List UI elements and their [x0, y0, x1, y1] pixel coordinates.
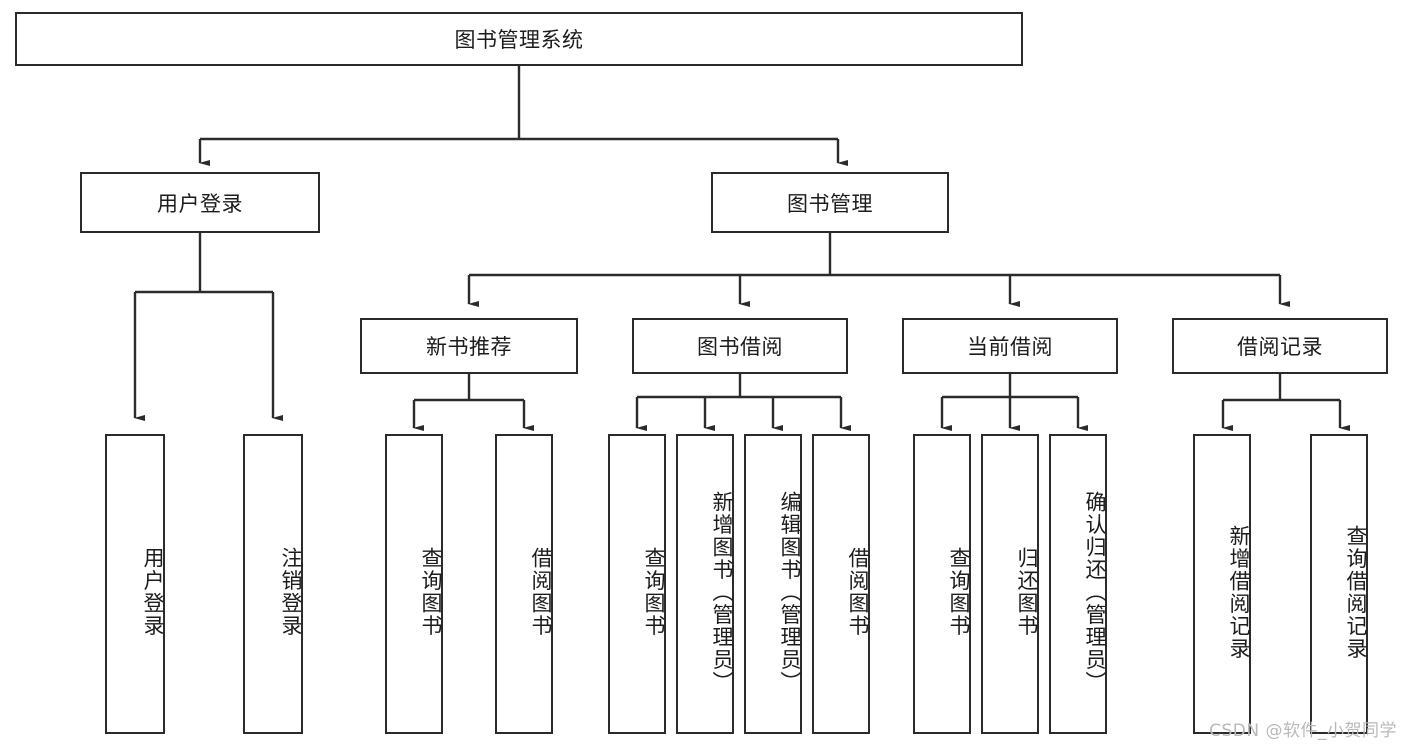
node-label: 借阅记录 — [1237, 335, 1323, 359]
node-label: 当前借阅 — [967, 335, 1053, 359]
node-label: 查询图书 — [947, 547, 971, 637]
node-leaf-borrow-book-recommend[interactable]: 借阅图书 — [495, 434, 553, 734]
node-label: 用户登录 — [157, 191, 243, 216]
node-label: 查询图书 — [419, 547, 443, 637]
node-leaf-borrow-book-borrow[interactable]: 借阅图书 — [812, 434, 870, 734]
node-label: 借阅图书 — [529, 547, 553, 637]
node-label: 确认归还（管理员） — [1083, 490, 1107, 694]
csdn-watermark: CSDN @软件_小贺同学 — [1209, 721, 1397, 741]
node-leaf-query-book-current[interactable]: 查询图书 — [913, 434, 971, 734]
node-label: 注销登录 — [279, 547, 303, 637]
node-leaf-query-book-borrow[interactable]: 查询图书 — [608, 434, 666, 734]
node-leaf-edit-book-admin[interactable]: 编辑图书（管理员） — [744, 434, 802, 734]
node-leaf-logout[interactable]: 注销登录 — [243, 434, 303, 734]
node-label: 借阅图书 — [846, 547, 870, 637]
node-label: 图书管理 — [787, 191, 873, 216]
node-label: 图书管理系统 — [454, 28, 584, 52]
node-label: 用户登录 — [141, 547, 165, 637]
node-leaf-confirm-return-admin[interactable]: 确认归还（管理员） — [1049, 434, 1107, 734]
node-label: 图书借阅 — [697, 335, 783, 359]
node-label: 编辑图书（管理员） — [778, 490, 802, 694]
node-book-management[interactable]: 图书管理 — [711, 172, 949, 233]
node-user-login[interactable]: 用户登录 — [80, 172, 320, 233]
node-leaf-query-book-recommend[interactable]: 查询图书 — [385, 434, 443, 734]
node-leaf-add-book-admin[interactable]: 新增图书（管理员） — [676, 434, 734, 734]
node-borrow-record[interactable]: 借阅记录 — [1172, 318, 1388, 374]
node-label: 查询借阅记录 — [1344, 524, 1368, 660]
node-book-borrow[interactable]: 图书借阅 — [632, 318, 848, 374]
node-label: 归还图书 — [1015, 547, 1039, 637]
node-label: 新增借阅记录 — [1227, 524, 1251, 660]
node-label: 查询图书 — [642, 547, 666, 637]
node-leaf-return-book[interactable]: 归还图书 — [981, 434, 1039, 734]
node-leaf-add-borrow-record[interactable]: 新增借阅记录 — [1193, 434, 1251, 734]
node-label: 新增图书（管理员） — [710, 490, 734, 694]
node-new-book-recommend[interactable]: 新书推荐 — [360, 318, 578, 374]
node-current-borrow[interactable]: 当前借阅 — [902, 318, 1118, 374]
node-root-book-management-system[interactable]: 图书管理系统 — [15, 12, 1023, 66]
node-leaf-user-login[interactable]: 用户登录 — [105, 434, 165, 734]
node-leaf-query-borrow-record[interactable]: 查询借阅记录 — [1310, 434, 1368, 734]
node-label: 新书推荐 — [426, 335, 512, 359]
